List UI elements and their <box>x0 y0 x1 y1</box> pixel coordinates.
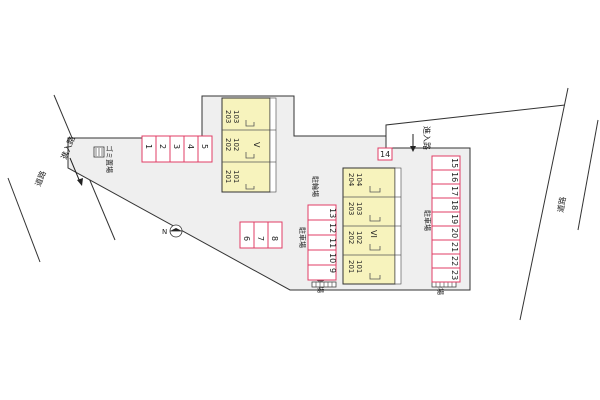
building-vi-unit-1-lower: 104 <box>355 173 363 187</box>
bike-rack-right <box>431 281 457 288</box>
parking-slot-17: 17 <box>450 186 459 196</box>
parking-group-15-23 <box>431 155 461 283</box>
parking-slot-4: 4 <box>186 144 195 149</box>
building-v-unit-1-upper: 203 <box>224 110 232 123</box>
building-vi-unit-1-upper: 204 <box>347 173 355 187</box>
parking-slot-10: 10 <box>328 253 337 263</box>
parking-slot-12: 12 <box>328 223 337 233</box>
parking-slot-14-box <box>377 147 393 161</box>
right-road-label: 道路 <box>555 196 568 213</box>
right-road-edge-inner <box>519 87 569 321</box>
building-vi-name: VI <box>369 230 378 238</box>
building-vi-unit-4-upper: 201 <box>347 260 355 273</box>
compass-label: N <box>162 228 167 236</box>
building-v-unit-3-lower: 101 <box>232 170 240 183</box>
building-v-unit-3-upper: 201 <box>224 170 232 183</box>
building-vi-unit-3-lower: 102 <box>355 231 363 244</box>
right-entrance-arrow-icon <box>410 134 416 152</box>
parking-slot-22: 22 <box>450 256 459 266</box>
parking-slot-9: 9 <box>328 268 337 273</box>
parking-slot-19: 19 <box>450 214 459 224</box>
parking-slot-11: 11 <box>328 238 337 248</box>
parking-group-9-13 <box>307 204 337 281</box>
bicycle-parking-label: 駐輪場 <box>311 176 320 197</box>
building-vi-unit-2-upper: 203 <box>347 202 355 215</box>
building-vi-unit-3-upper: 202 <box>347 231 355 244</box>
parking-group-1-5 <box>141 135 213 163</box>
building-v-unit-1-lower: 103 <box>232 110 240 123</box>
building-v-unit-2-lower: 102 <box>232 138 240 151</box>
left-road-label: 道路 <box>33 169 48 188</box>
parking-slot-18: 18 <box>450 200 459 210</box>
right-road-edge-outer <box>577 119 599 231</box>
parking-slot-5: 5 <box>200 144 209 149</box>
building-vi <box>342 167 402 285</box>
parking-slot-3: 3 <box>172 144 181 149</box>
parking-slot-1: 1 <box>144 144 153 149</box>
garbage-label: ゴミ置場 <box>105 145 114 173</box>
parking-slot-15: 15 <box>450 158 459 168</box>
building-v-name: V <box>252 142 261 148</box>
bike-rack-left <box>311 281 337 288</box>
parking-slot-13: 13 <box>328 208 337 218</box>
right-entrance-label: 進入路 <box>422 126 432 150</box>
parking-slot-2: 2 <box>158 144 167 149</box>
parking-right-label: 駐車場 <box>423 210 432 231</box>
left-entrance-arrow-icon <box>69 157 83 186</box>
parking-slot-23: 23 <box>450 270 459 280</box>
parking-slot-14: 14 <box>380 150 390 159</box>
parking-slot-16: 16 <box>450 172 459 182</box>
parking-group-6-8 <box>239 221 283 249</box>
right-entrance-road-edge-top <box>385 104 566 138</box>
parking-left-label: 駐車場 <box>298 227 307 248</box>
parking-slot-7: 7 <box>256 236 265 241</box>
parking-slot-20: 20 <box>450 228 459 238</box>
parking-slot-6: 6 <box>242 236 251 241</box>
building-vi-unit-2-lower: 103 <box>355 202 363 215</box>
building-v-unit-2-upper: 202 <box>224 138 232 151</box>
building-v <box>221 97 277 193</box>
parking-slot-8: 8 <box>270 236 279 241</box>
left-road-edge-outer <box>7 177 41 263</box>
building-vi-unit-4-lower: 101 <box>355 260 363 273</box>
compass-icon <box>169 224 183 238</box>
parking-slot-21: 21 <box>450 242 459 252</box>
